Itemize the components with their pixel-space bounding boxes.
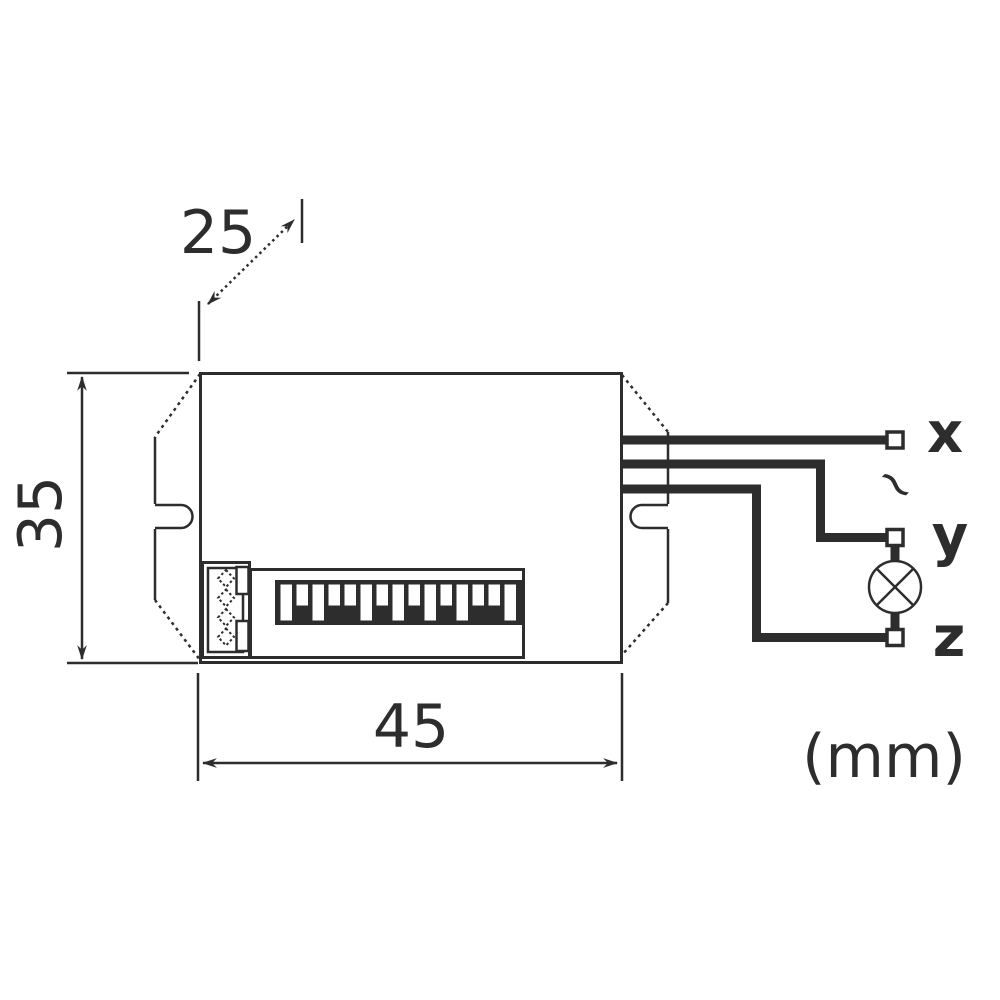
dip-key-9-up	[408, 584, 420, 606]
terminal-label-y: y	[931, 504, 969, 569]
wire-z	[622, 484, 886, 642]
dip-key-1-down	[280, 584, 292, 621]
height-dimension-label: 35	[6, 475, 76, 553]
dip-key-13-up	[472, 584, 484, 606]
dimension-depth	[197, 199, 304, 361]
dimension-width	[196, 673, 624, 781]
dip-key-4-up	[328, 584, 340, 606]
terminal-square-x	[885, 430, 905, 450]
terminal-square-y	[885, 527, 905, 548]
dip-key-10-down	[424, 584, 436, 621]
left-tab-slot	[155, 503, 194, 530]
dip-key-2-up	[296, 584, 308, 606]
wire-y	[622, 459, 886, 542]
dip-key-7-up	[376, 584, 388, 606]
dip-key-14-up	[488, 584, 500, 606]
dip-key-12-down	[456, 584, 468, 621]
depth-dimension-label: 25	[179, 198, 257, 268]
dimension-height	[67, 371, 198, 665]
dip-key-8-down	[392, 584, 404, 621]
dip-key-6-down	[360, 584, 372, 621]
dip-keys	[280, 584, 516, 621]
terminal-label-x: x	[926, 401, 964, 466]
dip-switch	[249, 568, 525, 659]
output-wires	[622, 435, 900, 642]
terminal-square-z	[885, 627, 905, 648]
right-mounting-tab	[621, 374, 670, 656]
lamp-icon	[867, 559, 923, 615]
width-dimension-label: 45	[372, 692, 450, 762]
terminal-block	[201, 561, 251, 659]
dip-key-3-down	[312, 584, 324, 621]
dip-key-15-down	[504, 584, 516, 621]
unit-label: (mm)	[802, 722, 966, 792]
left-mounting-tab	[153, 373, 202, 661]
terminal-label-z: z	[932, 605, 966, 670]
dip-key-5-up	[344, 584, 356, 606]
dip-key-11-up	[440, 584, 452, 606]
right-tab-slot	[629, 503, 668, 530]
